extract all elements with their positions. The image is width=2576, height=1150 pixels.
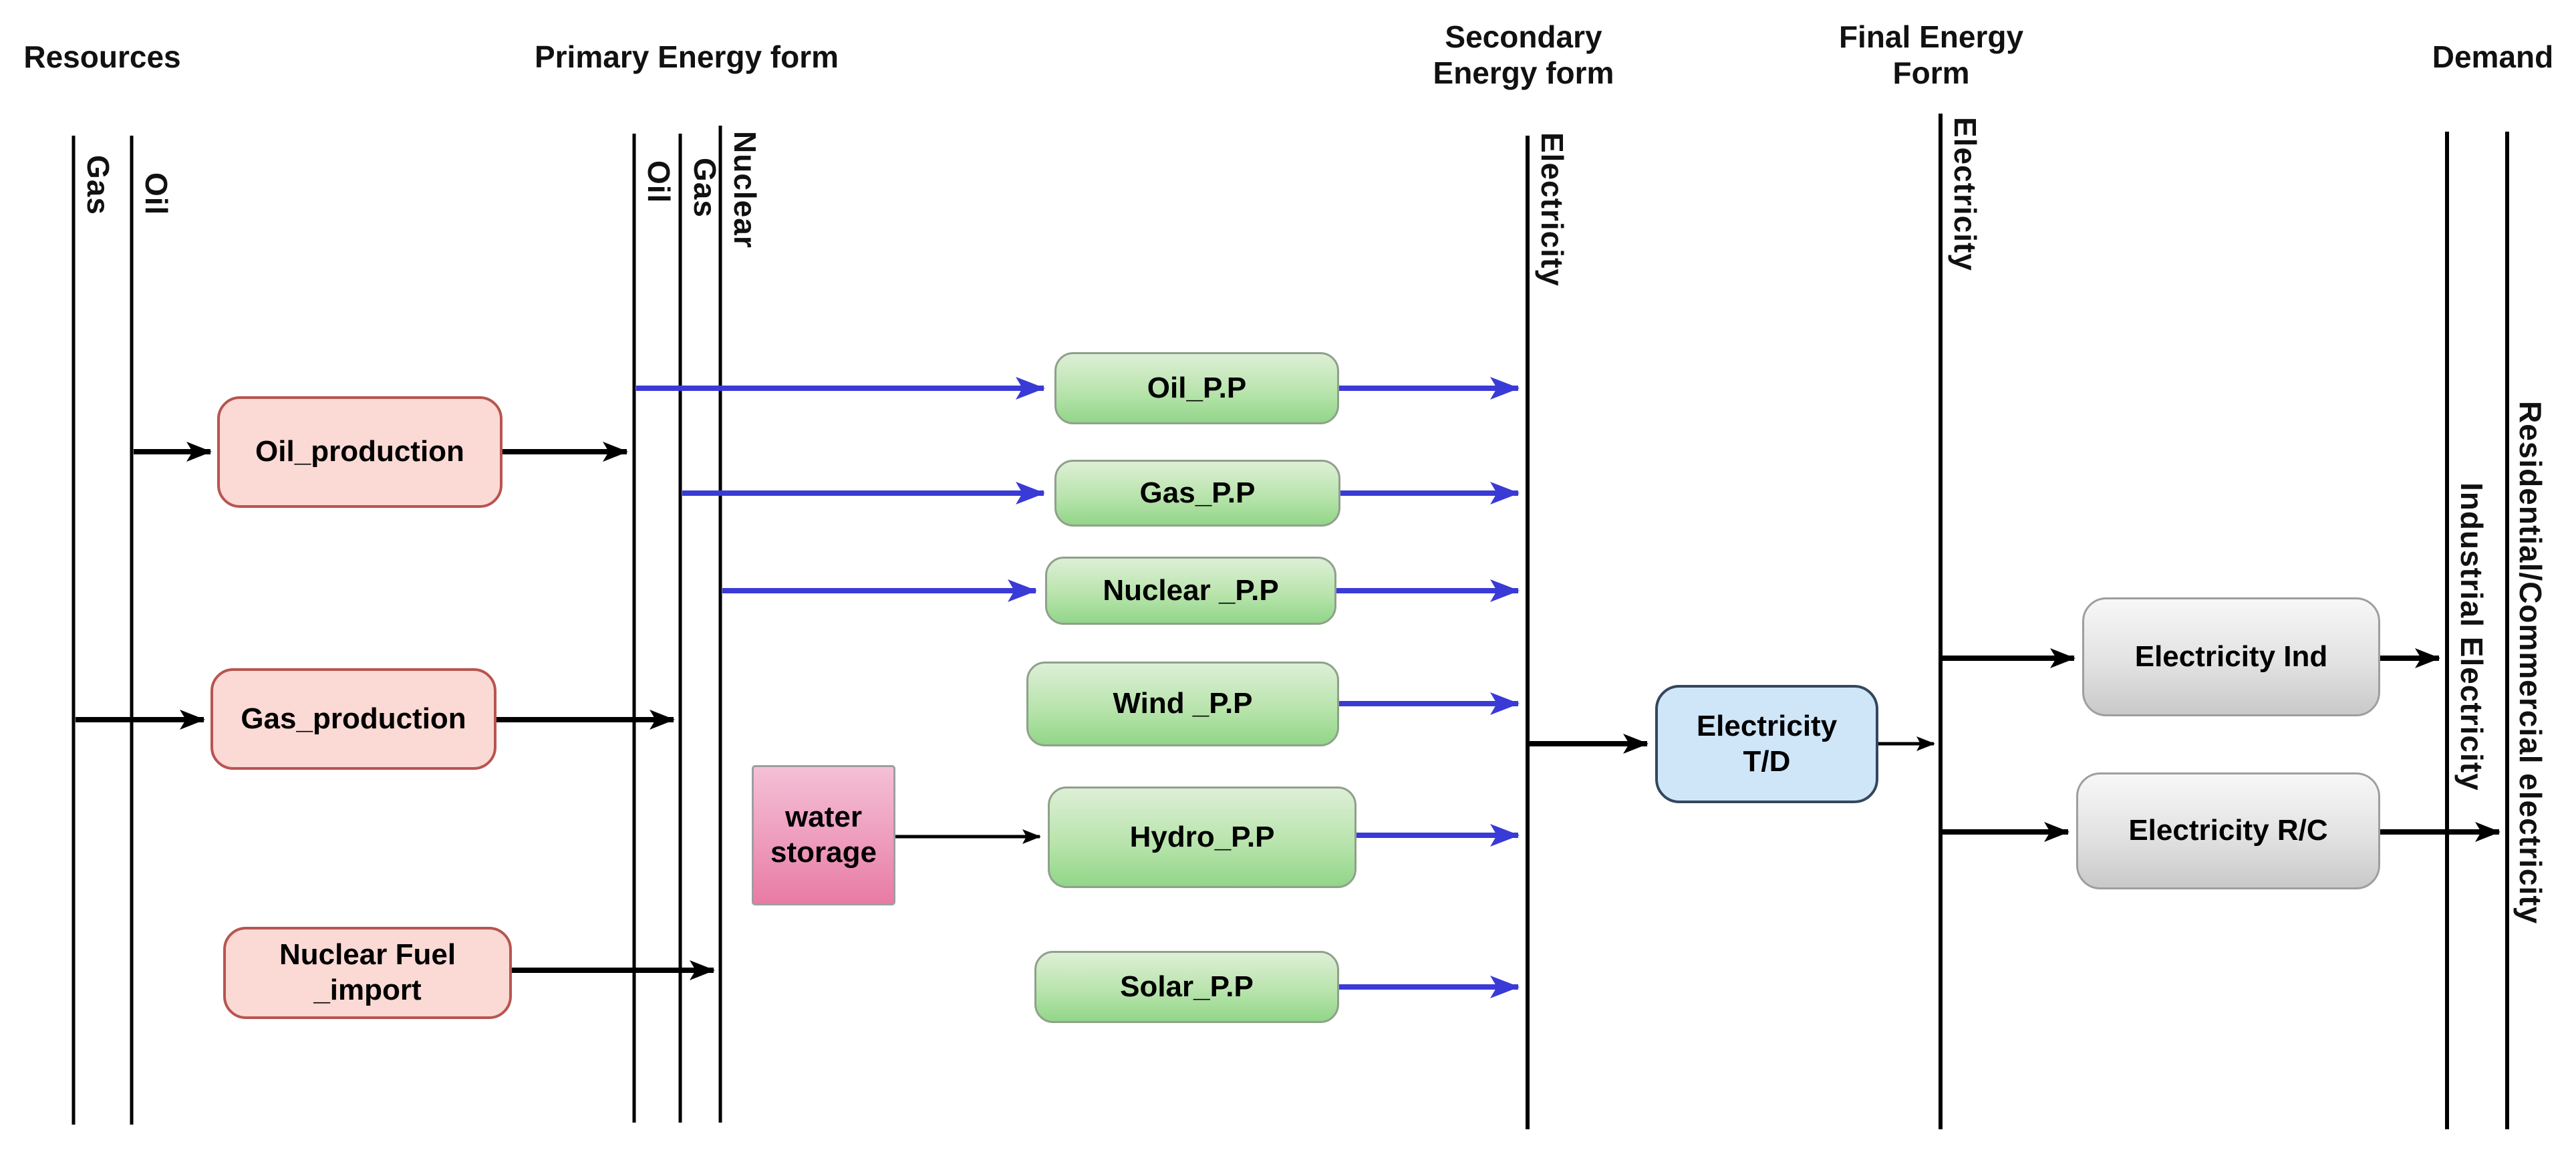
axis-label-demand-industrial: Industrial Electricity — [2454, 482, 2489, 791]
axis-label-final-electricity: Electricity — [1948, 117, 1983, 271]
node-gas-pp: Gas_P.P — [1054, 460, 1340, 527]
node-electricity-rc: Electricity R/C — [2076, 772, 2380, 889]
node-nuclear-pp: Nuclear _P.P — [1045, 557, 1336, 625]
node-gas-production: Gas_production — [210, 668, 496, 770]
node-oil-pp: Oil_P.P — [1054, 352, 1339, 424]
header-secondary-energy-form: Secondary Energy form — [1433, 19, 1614, 91]
header-resources: Resources — [23, 39, 181, 74]
axis-label-secondary-electricity: Electricity — [1535, 132, 1570, 287]
axis-label-primary-oil: Oil — [641, 160, 676, 204]
axis-label-primary-nuclear: Nuclear — [728, 131, 762, 249]
axis-label-demand-residential: Residential/Commercial electricity — [2513, 401, 2548, 925]
axis-label-resources-gas: Gas — [81, 155, 116, 215]
header-demand: Demand — [2432, 39, 2554, 74]
node-water-storage: water storage — [752, 765, 895, 905]
node-electricity-ind: Electricity Ind — [2082, 597, 2380, 716]
node-hydro-pp: Hydro_P.P — [1048, 786, 1356, 888]
node-wind-pp: Wind _P.P — [1026, 662, 1339, 746]
axis-label-primary-gas: Gas — [688, 158, 722, 218]
node-nuclear-fuel-import: Nuclear Fuel _import — [223, 927, 512, 1019]
header-primary-energy-form: Primary Energy form — [534, 39, 839, 74]
node-solar-pp: Solar_P.P — [1034, 951, 1339, 1023]
node-electricity-td: Electricity T/D — [1655, 685, 1878, 803]
node-oil-production: Oil_production — [217, 396, 503, 508]
axis-label-resources-oil: Oil — [139, 172, 174, 216]
header-final-energy-form: Final Energy Form — [1838, 19, 2024, 91]
